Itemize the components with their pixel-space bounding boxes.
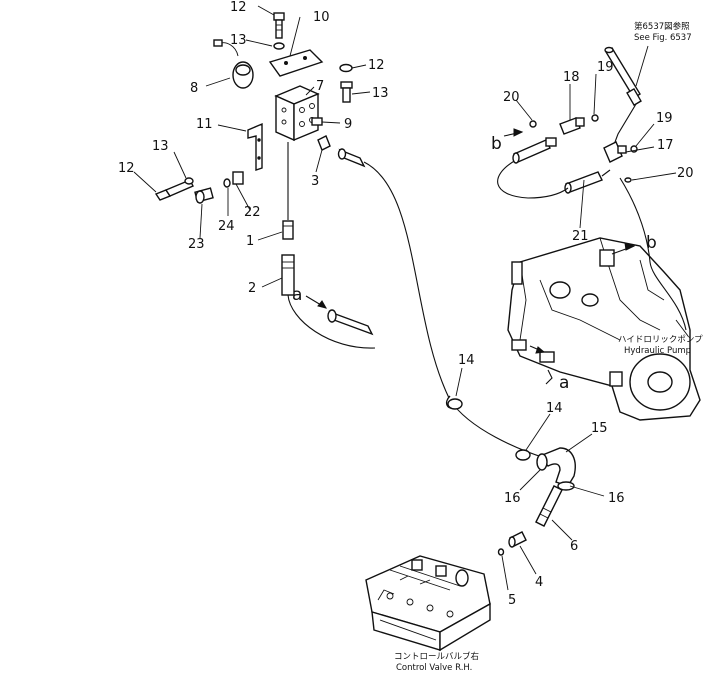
hose-fitting-b	[512, 137, 557, 164]
hose-long	[363, 161, 546, 459]
control-valve-rh	[365, 555, 491, 652]
callout-9: 9	[344, 117, 352, 132]
callout-4: 4	[535, 575, 543, 590]
callout-24: 24	[218, 219, 235, 234]
fitting-17	[603, 141, 627, 163]
bracket-11	[247, 122, 263, 171]
callout-17: 17	[657, 138, 674, 153]
pump-label-jp: ハイドロリックポンプ	[618, 335, 703, 345]
fitting-9	[311, 117, 323, 126]
fitting-23	[194, 187, 214, 204]
washer-13-left	[184, 177, 194, 185]
hose-21	[497, 159, 569, 199]
oring-20-right	[624, 177, 632, 183]
callout-11: 11	[196, 117, 213, 132]
fitting-4	[508, 531, 527, 548]
callout-16: 16	[608, 491, 625, 506]
washer-13-top	[273, 42, 285, 50]
oring-24	[223, 178, 231, 188]
callout-23: 23	[188, 237, 205, 252]
pump-pipe	[619, 177, 687, 331]
hydraulic-pump	[507, 237, 701, 421]
callout-13: 13	[372, 86, 389, 101]
bolt-12-top	[273, 12, 285, 39]
leader-lines	[133, 5, 689, 591]
hose-fitting-3	[337, 148, 366, 168]
hose-fitting-a	[327, 309, 374, 336]
bolt-13-right	[340, 81, 353, 103]
solenoid-coil-8	[213, 39, 254, 89]
valve-block-7	[274, 85, 320, 142]
callout-22: 22	[244, 205, 261, 220]
callout-13: 13	[230, 33, 247, 48]
callout-12: 12	[368, 58, 385, 73]
oring-19-left	[591, 114, 599, 122]
see-fig-note-jp: 第6537図参照	[634, 21, 690, 32]
callout-19: 19	[656, 111, 673, 126]
callout-20: 20	[677, 166, 694, 181]
cover-hole	[303, 56, 307, 60]
ref-letter-b: b	[491, 134, 502, 154]
bolt-12-right	[339, 63, 353, 73]
cover-plate-10	[268, 49, 324, 77]
callout-18: 18	[563, 70, 580, 85]
callout-8: 8	[190, 81, 198, 96]
callout-15: 15	[591, 421, 608, 436]
callout-21: 21	[572, 229, 589, 244]
oring-20-left	[529, 120, 537, 128]
clamp-14-upper	[445, 395, 463, 410]
pump-line-a	[545, 369, 553, 385]
ref-letter-b: b	[646, 233, 657, 253]
hose-end-2	[281, 254, 295, 296]
callout-2: 2	[248, 281, 256, 296]
callout-1: 1	[246, 234, 254, 249]
pump-label-en: Hydraulic Pump	[624, 346, 691, 356]
callout-10: 10	[313, 10, 330, 25]
callout-16: 16	[504, 491, 521, 506]
ref-letter-a: a	[559, 373, 569, 393]
pipe-to-fig-6537	[604, 46, 642, 107]
conn-21	[601, 169, 611, 177]
clamp-14-lower	[515, 449, 531, 461]
hose-6	[535, 485, 563, 527]
callout-14: 14	[458, 353, 475, 368]
valve-label-jp: コントロールバルブ右	[394, 651, 479, 662]
callout-12: 12	[118, 161, 135, 176]
elbow-15	[536, 447, 576, 491]
fitting-22	[232, 171, 244, 185]
see-fig-note-en: See Fig. 6537	[634, 33, 692, 43]
callout-20: 20	[503, 90, 520, 105]
cover-hole	[284, 61, 288, 65]
ref-letter-a: a	[292, 285, 302, 305]
callout-14: 14	[546, 401, 563, 416]
fitting-18	[559, 117, 585, 135]
callout-19: 19	[597, 60, 614, 75]
elbow-3	[317, 135, 331, 151]
callout-6: 6	[570, 539, 578, 554]
callout-13: 13	[152, 139, 169, 154]
callout-3: 3	[311, 174, 319, 189]
callout-12: 12	[230, 0, 247, 15]
adapter-1	[282, 220, 294, 240]
oring-5	[497, 548, 505, 556]
valve-label-en: Control Valve R.H.	[396, 663, 472, 673]
callout-7: 7	[316, 79, 324, 94]
callout-5: 5	[508, 593, 516, 608]
hose-2	[287, 294, 376, 349]
